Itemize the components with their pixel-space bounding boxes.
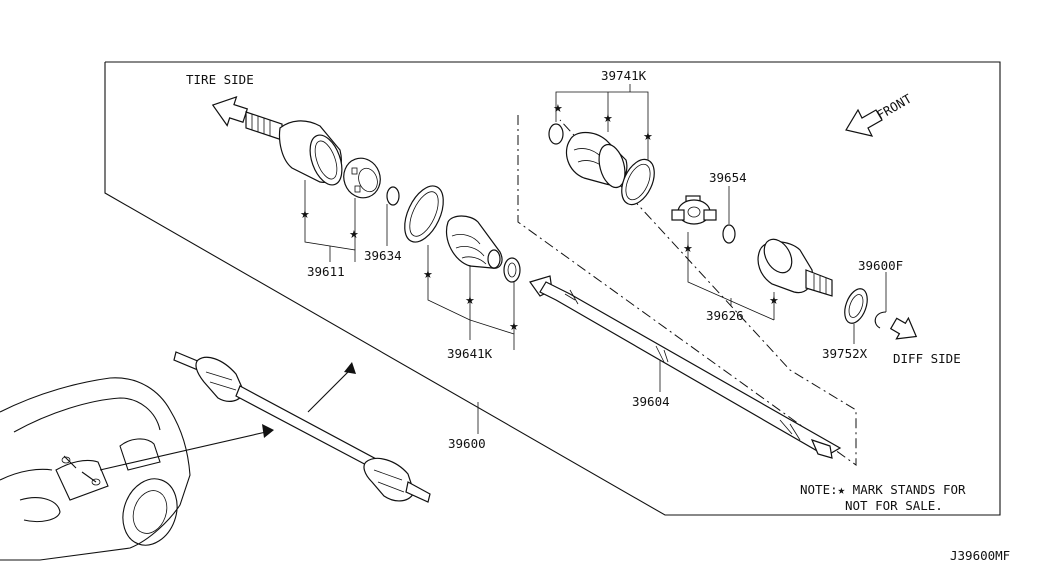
diff-side-label: DIFF SIDE <box>893 351 961 366</box>
tire-side-label: TIRE SIDE <box>186 72 254 87</box>
complete-axle-assembly <box>173 351 431 503</box>
star-mark: ★ <box>603 112 613 125</box>
star-mark: ★ <box>509 320 519 333</box>
outer-cv-joint <box>245 111 343 186</box>
label-39600: 39600 <box>448 436 486 451</box>
label-39654: 39654 <box>709 170 747 185</box>
note-line-2: NOT FOR SALE. <box>845 498 943 513</box>
label-39600f: 39600F <box>858 258 903 273</box>
label-39604: 39604 <box>632 394 670 409</box>
subassembly-outline <box>517 115 857 466</box>
snap-ring-39654 <box>722 224 736 244</box>
leader-lines <box>304 84 887 434</box>
star-mark: ★ <box>683 242 693 255</box>
label-39741k: 39741K <box>601 68 647 83</box>
star-mark: ★ <box>300 208 310 221</box>
star-marks: ★ ★ ★ ★ ★ ★ ★ ★ ★ ★ <box>300 102 779 333</box>
tire-side-arrow-icon <box>211 96 249 127</box>
oil-seal-39752x <box>844 288 868 324</box>
label-39634: 39634 <box>364 248 402 263</box>
assembly-arrow-icon <box>307 362 356 413</box>
diff-side-arrow-icon <box>889 316 918 340</box>
vehicle-outline <box>0 377 191 561</box>
star-mark: ★ <box>465 294 475 307</box>
star-mark: ★ <box>349 228 359 241</box>
note-line-1: NOTE:★ MARK STANDS FOR <box>800 482 966 497</box>
label-39611: 39611 <box>307 264 345 279</box>
ball-cage <box>343 157 381 199</box>
star-mark: ★ <box>643 130 653 143</box>
star-mark: ★ <box>769 294 779 307</box>
star-mark: ★ <box>553 102 563 115</box>
boot-band-large <box>404 185 444 243</box>
diagram-id: J39600MF <box>950 548 1010 563</box>
inner-boot-kit <box>548 123 655 206</box>
tripod-spider <box>671 195 717 225</box>
frame-outline <box>104 61 1001 516</box>
inner-joint-housing <box>757 238 833 297</box>
circlip-39600f <box>874 311 887 329</box>
star-mark: ★ <box>423 268 433 281</box>
drive-shaft <box>529 275 842 459</box>
label-39626: 39626 <box>706 308 744 323</box>
label-39641k: 39641K <box>447 346 493 361</box>
circlip-39634 <box>386 186 400 206</box>
label-39752x: 39752X <box>822 346 868 361</box>
outer-boot <box>446 215 503 269</box>
location-arrow-icon <box>99 424 274 471</box>
small-boot-band <box>503 257 521 283</box>
front-arrow-icon <box>845 108 883 137</box>
front-label: FRONT <box>874 91 914 123</box>
